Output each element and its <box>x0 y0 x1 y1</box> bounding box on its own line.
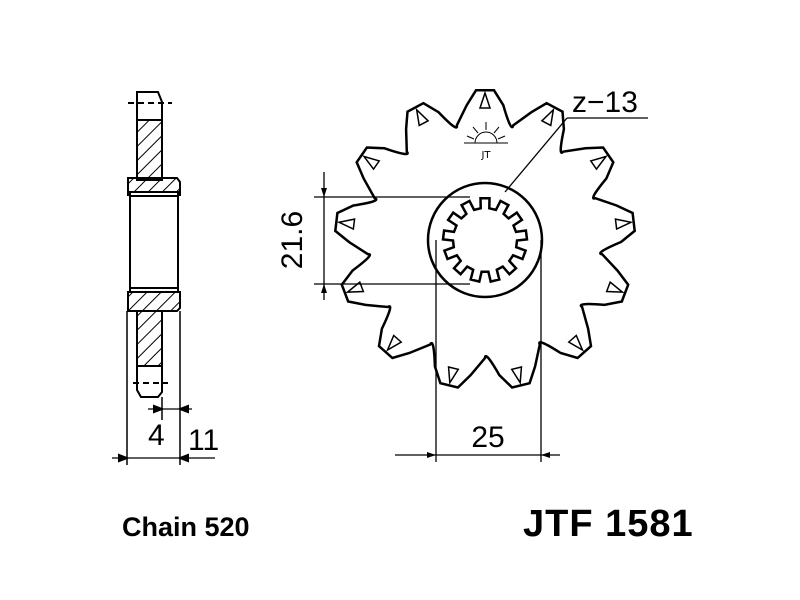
side-tooth-top <box>136 91 163 121</box>
tooth-tip <box>415 107 430 127</box>
dim-bore-width: 25 <box>471 421 504 454</box>
tooth-tip <box>447 365 460 386</box>
spline-bore <box>441 196 529 284</box>
hub-top <box>127 177 181 196</box>
tooth-tip <box>567 334 585 352</box>
tooth-tips <box>336 90 634 386</box>
side-web-top <box>136 119 163 181</box>
jt-logo: JT <box>464 122 508 161</box>
chain-label: Chain 520 <box>122 512 250 542</box>
tooth-tip <box>614 218 634 231</box>
side-tooth-bottom <box>136 365 163 398</box>
dim-spline-diameter: 21.6 <box>276 211 309 269</box>
tooth-tip <box>540 107 555 127</box>
part-number: JTF 1581 <box>523 503 694 545</box>
teeth-count-label: z−13 <box>572 86 638 119</box>
side-view <box>112 91 215 465</box>
hub-bottom <box>127 291 181 312</box>
sprocket-outline <box>333 89 637 389</box>
tooth-tip <box>589 155 608 171</box>
tooth-tip <box>478 90 492 109</box>
tooth-tip <box>605 280 625 293</box>
side-web-bottom <box>136 310 163 367</box>
tooth-tip <box>385 334 403 352</box>
tooth-tip <box>345 280 365 293</box>
tooth-tip <box>510 365 523 386</box>
logo-text: JT <box>480 150 491 161</box>
bore <box>129 191 179 293</box>
dimension-lines <box>314 117 648 462</box>
dim-hub-offset: 4 <box>148 419 165 452</box>
tooth-tip <box>336 218 356 231</box>
hub-circle <box>426 181 544 299</box>
dim-total-width: 11 <box>188 424 219 457</box>
tooth-tip <box>362 155 381 171</box>
